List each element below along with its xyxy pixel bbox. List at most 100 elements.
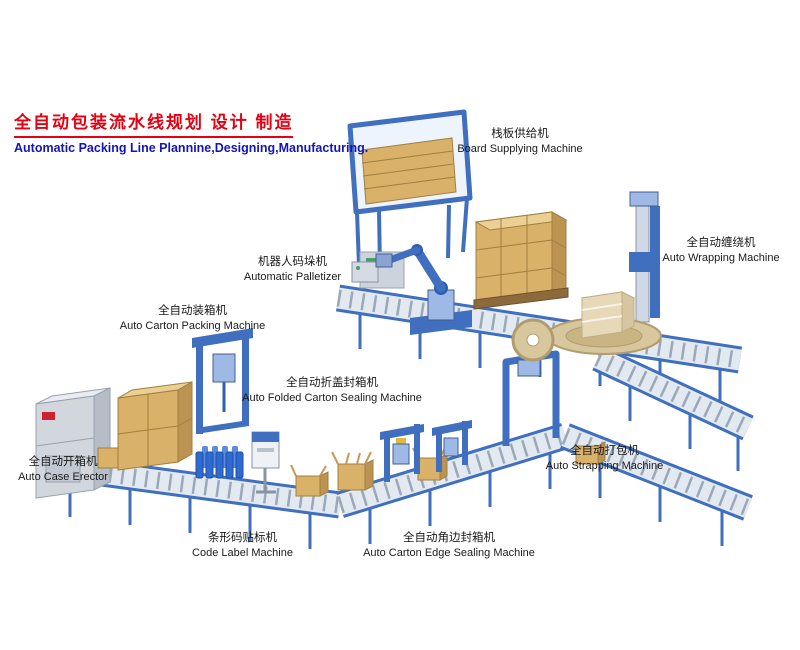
sealer-post-left: [384, 432, 390, 482]
pallet-carton-stack: [473, 211, 569, 310]
label-auto-folded-carton-sealing-machine: 全自动折盖封箱机 Auto Folded Carton Sealing Mach…: [212, 376, 452, 405]
auto-carton-packing-machine: [117, 328, 253, 471]
label-cn: 全自动角边封箱机: [403, 532, 495, 544]
labeler-slot: [257, 448, 274, 452]
wrapped-load-front: [581, 291, 623, 339]
hopper-legs: [355, 197, 469, 269]
title-chinese: 全自动包装流水线规划 设计 制造: [14, 108, 294, 138]
robot-base: [410, 310, 472, 335]
strapper-head: [517, 359, 541, 377]
open-carton: [337, 463, 366, 491]
label-cn: 全自动缠绕机: [686, 237, 756, 249]
title-english: Automatic Packing Line Plannine,Designin…: [14, 141, 369, 155]
hopper-board-lines: [361, 150, 456, 190]
robot-gripper: [375, 253, 393, 268]
board-supplying-machine: [347, 109, 473, 289]
label-en: Auto Carton Edge Sealing Machine: [363, 546, 535, 559]
erector-logo-badge: [42, 412, 55, 420]
bottle: [225, 451, 234, 479]
label-en: Auto Folded Carton Sealing Machine: [242, 391, 422, 404]
wrapper-film-carriage: [629, 252, 655, 272]
label-cn: 机器人码垛机: [258, 256, 327, 268]
bottle-group: [195, 446, 244, 479]
edge-sealer-head: [443, 437, 459, 457]
erector-door: [45, 455, 81, 483]
wrapper-top-box: [629, 191, 659, 207]
sealer-post-right: [414, 424, 420, 474]
label-en: Code Label Machine: [192, 546, 293, 559]
stack-box-lines: [475, 215, 567, 303]
label-cn: 全自动开箱机: [28, 456, 98, 468]
label-en: Auto Carton Packing Machine: [119, 319, 266, 332]
label-auto-wrapping-machine: 全自动缠绕机 Auto Wrapping Machine: [645, 236, 797, 265]
label-auto-strapping-machine: 全自动打包机 Auto Strapping Machine: [517, 444, 692, 473]
label-auto-carton-edge-sealing-machine: 全自动角边封箱机 Auto Carton Edge Sealing Machin…: [335, 531, 563, 560]
edge-sealer-top-beam: [432, 420, 472, 436]
open-carton: [295, 475, 321, 497]
robot-upper-arm: [412, 245, 446, 293]
sealer-warning-block: [396, 438, 406, 445]
conveyor-rollers: [561, 428, 752, 516]
auto-folded-carton-sealing-machine: [380, 424, 424, 482]
sealer-top-beam: [380, 424, 424, 440]
label-code-label-machine: 条形码贴标机 Code Label Machine: [155, 531, 330, 560]
label-auto-carton-packing-machine: 全自动装箱机 Auto Carton Packing Machine: [85, 304, 300, 333]
label-auto-case-erector: 全自动开箱机 Auto Case Erector: [2, 455, 124, 484]
label-en: Board Supplying Machine: [457, 142, 583, 155]
stack-side: [551, 211, 567, 297]
label-cn: 全自动打包机: [570, 445, 639, 457]
label-cn: 条形码贴标机: [208, 532, 277, 544]
conveyor-legs: [598, 463, 724, 546]
page-title: 全自动包装流水线规划 设计 制造 Automatic Packing Line …: [14, 108, 368, 155]
gantry-top-beam: [192, 328, 253, 348]
conveyor-bed: [593, 348, 753, 438]
gantry-lower-beam: [196, 420, 249, 434]
auto-strapping-machine: [502, 318, 560, 446]
hopper-boards: [361, 137, 457, 205]
label-automatic-palletizer: 机器人码垛机 Automatic Palletizer: [200, 255, 385, 284]
gantry-post-right: [242, 330, 249, 426]
sealer-head: [392, 443, 410, 465]
automatic-palletizer-robot: [351, 244, 472, 335]
label-en: Auto Case Erector: [18, 470, 108, 483]
label-en: Auto Strapping Machine: [545, 459, 664, 472]
auto-wrapping-machine: [546, 191, 662, 355]
auto-case-erector-machine: [35, 387, 131, 499]
robot-indicator-light: [356, 266, 360, 270]
wooden-pallet: [473, 287, 569, 310]
stretch-film-lines: [581, 303, 623, 323]
code-label-machine: [251, 431, 280, 494]
open-carton-side: [364, 459, 374, 491]
carton-flaps: [290, 464, 327, 477]
wrapped-load-side: [621, 291, 635, 333]
auto-carton-edge-sealing-machine: [432, 420, 472, 472]
gantry-post-left: [196, 338, 203, 434]
label-cn: 栈板供给机: [491, 128, 549, 140]
label-en: Automatic Palletizer: [243, 270, 342, 283]
label-cn: 全自动折盖封箱机: [286, 377, 378, 389]
strapped-carton-side: [597, 441, 606, 465]
strap-coil-hub: [526, 333, 540, 347]
conveyor-legs: [628, 386, 740, 471]
erector-panel-line: [35, 437, 95, 447]
bottle: [195, 451, 204, 479]
label-cn: 全自动装箱机: [158, 305, 227, 317]
conveyor-wrapping-out: [592, 345, 754, 471]
label-board-supplying-machine: 栈板供给机 Board Supplying Machine: [425, 127, 615, 156]
labeler-top-band: [252, 432, 279, 442]
bottle: [235, 451, 244, 479]
conveyor-bed: [336, 425, 569, 516]
robot-forearm: [386, 246, 421, 264]
carton-flaps: [331, 451, 372, 465]
conveyor-legs: [368, 454, 552, 544]
packing-stack-lines: [117, 394, 193, 466]
bottle: [215, 451, 224, 479]
edge-sealer-post-left: [436, 428, 442, 472]
conveyor-legs: [68, 482, 312, 549]
open-carton-side: [319, 471, 329, 497]
bottle: [205, 451, 214, 479]
conveyor-bottom: [336, 423, 569, 544]
labeler-stand: [256, 468, 276, 494]
